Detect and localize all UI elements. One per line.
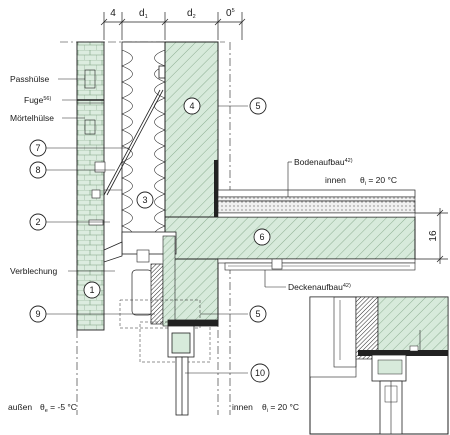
label-theta-e: θe = -5 °C <box>40 402 77 414</box>
dim-d2: d2 <box>187 8 196 20</box>
label-moertelhuelse: Mörtelhülse <box>10 113 54 123</box>
callout-5b: 5 <box>255 309 260 319</box>
callout-6: 6 <box>259 232 264 242</box>
ceiling-build-up <box>217 258 416 271</box>
callout-circle-8 <box>29 161 47 179</box>
callout-4: 4 <box>189 101 194 111</box>
window-frame <box>167 319 219 416</box>
facing-fixings <box>88 161 122 226</box>
dim-d1: d1 <box>139 8 148 20</box>
detail-inset <box>309 296 449 435</box>
callout-circle-9 <box>29 305 47 323</box>
callout-7: 7 <box>35 143 40 153</box>
callout-numbers: 1 2 3 4 5 5 6 7 8 9 10 <box>35 101 265 378</box>
concrete-wall <box>164 41 219 231</box>
callout-circle-6 <box>253 228 271 246</box>
callout-circle-5a <box>249 97 267 115</box>
dimension-chain-top <box>100 12 246 40</box>
callout-2: 2 <box>35 217 40 227</box>
label-deckenaufbau: Deckenaufbau42) <box>288 282 351 292</box>
callout-circle-1 <box>83 281 101 299</box>
label-bodenaufbau: Bodenaufbau42) <box>294 157 353 167</box>
callout-circle-4 <box>183 97 201 115</box>
label-theta-i-bottom: θi = 20 °C <box>262 402 299 414</box>
callout-5a: 5 <box>255 101 260 111</box>
dimension-16 <box>415 208 448 264</box>
label-passhuelse: Passhülse <box>10 74 49 84</box>
callout-circle-3 <box>136 191 154 209</box>
callout-1: 1 <box>89 285 94 295</box>
callout-3: 3 <box>142 195 147 205</box>
dim-16: 16 <box>428 230 439 242</box>
label-innen-bottom: innen <box>232 402 253 412</box>
callout-circle-7 <box>29 139 47 157</box>
callout-circle-5b <box>249 305 267 323</box>
label-verblechung: Verblechung <box>10 266 58 276</box>
callout-circle-10 <box>250 363 270 383</box>
callout-8: 8 <box>35 165 40 175</box>
insulation-layer <box>121 41 166 251</box>
dim-4: 4 <box>110 8 116 19</box>
callouts <box>29 97 271 383</box>
dim-0-5: 05 <box>226 8 235 19</box>
leader-lines <box>46 78 292 374</box>
callout-9: 9 <box>35 309 40 319</box>
label-fuge: Fuge56) <box>24 95 51 105</box>
label-aussen: außen <box>8 402 32 412</box>
callout-circle-2 <box>29 213 47 231</box>
callout-10: 10 <box>255 368 265 378</box>
label-theta-i-top: θi = 20 °C <box>360 175 397 187</box>
floor-build-up <box>214 160 416 218</box>
label-innen-top: innen <box>325 175 346 185</box>
